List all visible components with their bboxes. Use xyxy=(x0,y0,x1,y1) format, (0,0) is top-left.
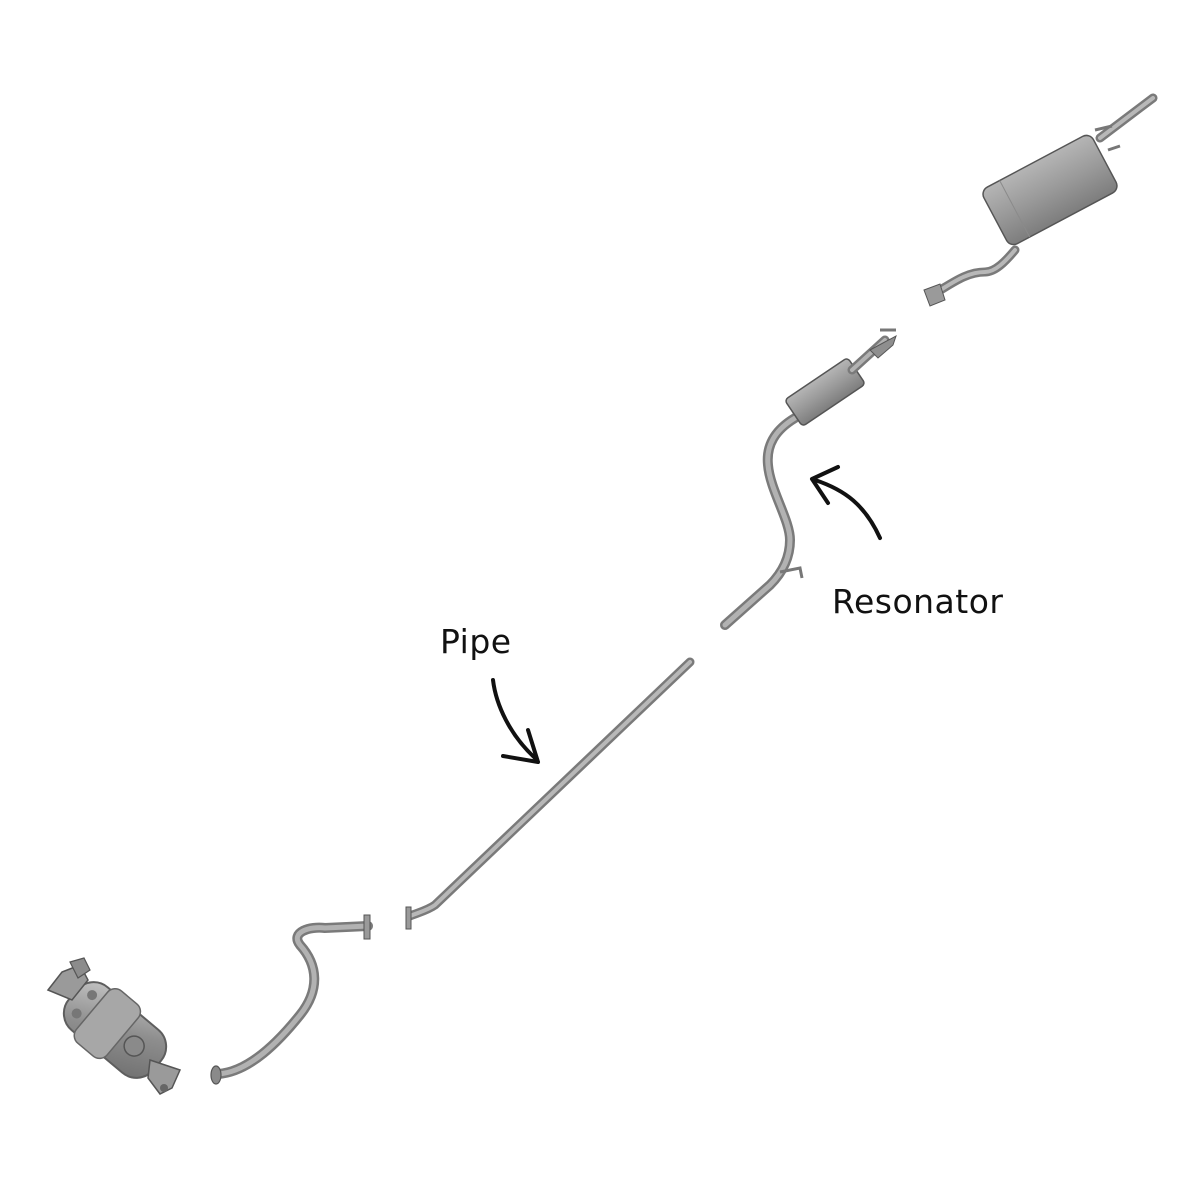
intermediate-pipe xyxy=(405,657,695,930)
pipe-label: Pipe xyxy=(440,622,512,661)
front-s-pipe xyxy=(210,914,373,1085)
resonator-arrow-icon xyxy=(810,465,882,540)
catalytic-converter xyxy=(46,957,182,1095)
pipe-arrow-icon xyxy=(491,678,540,764)
resonator-label: Resonator xyxy=(832,582,1004,621)
resonator-assembly xyxy=(720,328,897,630)
tailpipe-muffler xyxy=(923,93,1158,307)
